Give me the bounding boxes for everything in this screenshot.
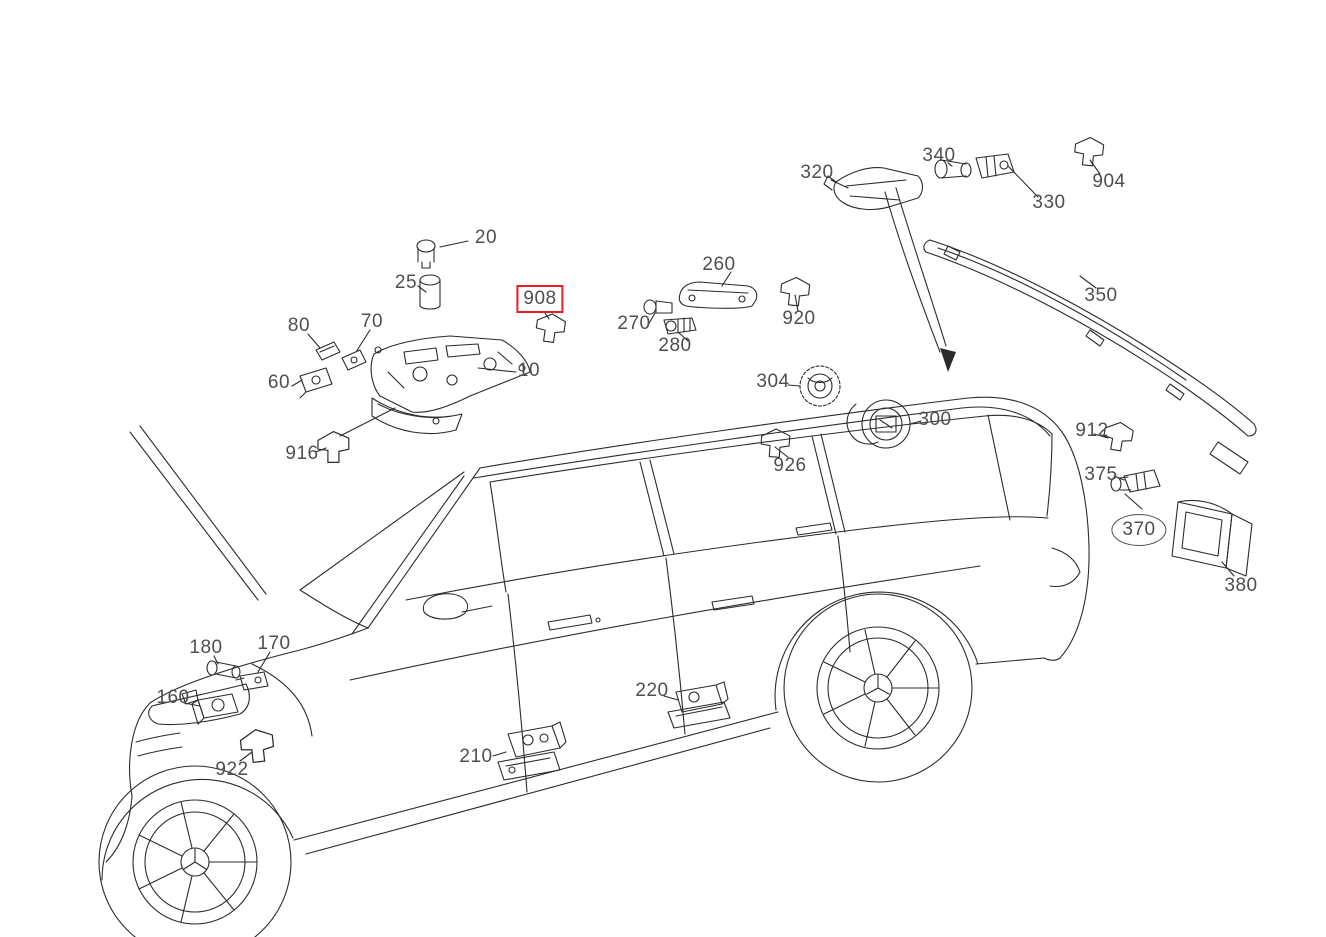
part-drawing-lamp-380: [1171, 499, 1253, 577]
part-label-370[interactable]: 370: [1111, 514, 1167, 546]
rear-wheel: [783, 593, 973, 783]
part-label-300[interactable]: 300: [918, 409, 952, 430]
part-label-270[interactable]: 270: [617, 313, 651, 334]
part-drawing-connector-170: [235, 671, 269, 691]
part-drawing-bulb-25: [419, 274, 441, 310]
part-label-330[interactable]: 330: [1032, 192, 1066, 213]
part-label-926[interactable]: 926: [773, 455, 807, 476]
part-drawing-socket-280: [663, 317, 697, 335]
part-drawing-socket-70: [341, 349, 367, 371]
part-drawing-bulb-20: [416, 239, 436, 269]
part-label-912[interactable]: 912: [1075, 420, 1109, 441]
part-label-280[interactable]: 280: [658, 335, 692, 356]
part-drawing-overhead-console-10: [370, 335, 531, 435]
part-label-350[interactable]: 350: [1084, 285, 1118, 306]
part-label-10[interactable]: 10: [517, 360, 541, 381]
part-label-70[interactable]: 70: [360, 311, 384, 332]
part-label-160[interactable]: 160: [156, 687, 190, 708]
part-drawing-trim-strip-350: [923, 239, 1257, 475]
part-drawing-licence-lamp-220: [667, 681, 731, 729]
part-label-60[interactable]: 60: [267, 372, 291, 393]
part-drawing-bulb-180: [206, 660, 241, 679]
part-label-260[interactable]: 260: [702, 254, 736, 275]
part-label-920[interactable]: 920: [782, 308, 816, 329]
part-label-180[interactable]: 180: [189, 637, 223, 658]
part-label-20[interactable]: 20: [474, 227, 498, 248]
part-label-908[interactable]: 908: [516, 285, 564, 313]
part-label-340[interactable]: 340: [922, 145, 956, 166]
part-label-170[interactable]: 170: [257, 633, 291, 654]
part-label-916[interactable]: 916: [285, 443, 319, 464]
part-drawing-bulb-270: [643, 299, 673, 315]
part-label-80[interactable]: 80: [287, 315, 311, 336]
mounting-arrow: [884, 187, 956, 372]
part-drawing-licence-lamp-210: [497, 721, 567, 781]
part-drawing-lamp-260: [678, 281, 758, 309]
front-wheel: [98, 765, 292, 937]
part-label-922[interactable]: 922: [215, 759, 249, 780]
part-label-380[interactable]: 380: [1224, 575, 1258, 596]
part-drawing-bracket-320: [823, 167, 924, 211]
part-label-904[interactable]: 904: [1092, 171, 1126, 192]
part-label-25[interactable]: 25: [394, 272, 418, 293]
part-label-304[interactable]: 304: [756, 371, 790, 392]
part-drawing-lamp-160: [181, 689, 239, 725]
leader-lines: [183, 159, 1235, 762]
part-label-220[interactable]: 220: [635, 680, 669, 701]
part-drawing-lamp-60: [299, 367, 333, 399]
part-drawing-bracket-80: [315, 341, 341, 361]
part-label-210[interactable]: 210: [459, 746, 493, 767]
part-label-375[interactable]: 375: [1084, 464, 1118, 485]
part-drawing-lamp-300: [846, 399, 911, 449]
part-label-320[interactable]: 320: [800, 162, 834, 183]
